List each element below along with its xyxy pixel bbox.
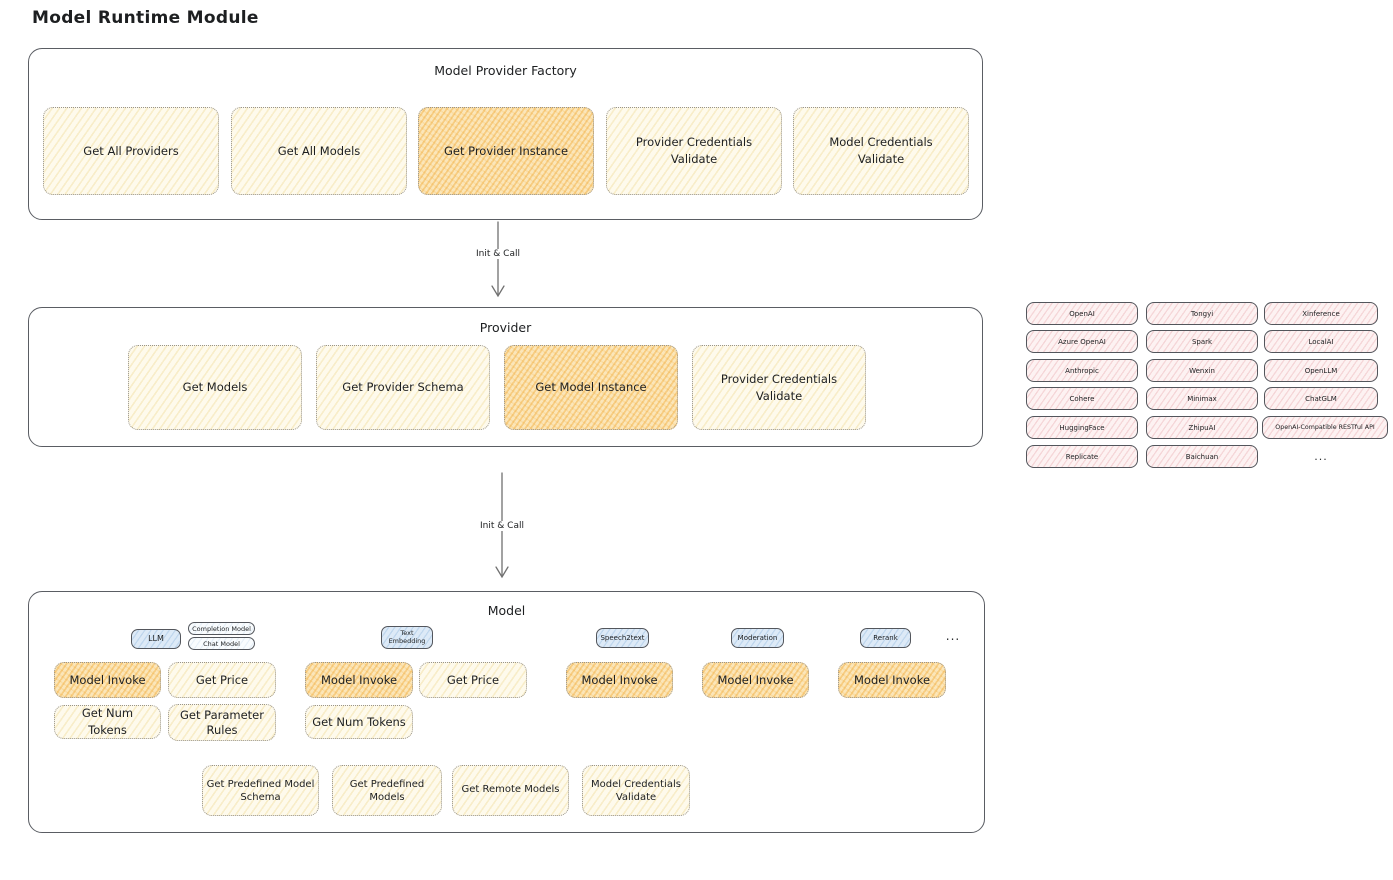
vendor-chip-azure-openai[interactable]: Azure OpenAI — [1026, 330, 1138, 353]
connector-label-init-call-1: Init & Call — [462, 249, 534, 259]
provider-node-provider-credentials-validate[interactable]: Provider Credentials Validate — [692, 345, 866, 430]
provider-node-get-model-instance[interactable]: Get Model Instance — [504, 345, 678, 430]
model-node-get-remote-models[interactable]: Get Remote Models — [452, 765, 569, 816]
provider-node-get-models[interactable]: Get Models — [128, 345, 302, 430]
embedding-node-get-price[interactable]: Get Price — [419, 662, 527, 698]
tab-moderation[interactable]: Moderation — [731, 628, 784, 648]
vendor-chip-replicate[interactable]: Replicate — [1026, 445, 1138, 468]
connector-label-init-call-2: Init & Call — [466, 521, 538, 531]
factory-panel-title: Model Provider Factory — [434, 63, 577, 78]
vendor-chip-openai-compatible-restful-api[interactable]: OpenAI-Compatible RESTful API — [1262, 416, 1388, 439]
vendor-chip-huggingface[interactable]: HuggingFace — [1026, 416, 1138, 439]
model-node-get-predefined-models[interactable]: Get Predefined Models — [332, 765, 442, 816]
vendor-chip-spark[interactable]: Spark — [1146, 330, 1258, 353]
model-node-get-predefined-model-schema[interactable]: Get Predefined Model Schema — [202, 765, 319, 816]
tab-llm[interactable]: LLM — [131, 629, 181, 649]
vendor-chip-chatglm[interactable]: ChatGLM — [1264, 387, 1378, 410]
provider-node-get-provider-schema[interactable]: Get Provider Schema — [316, 345, 490, 430]
tab-rerank[interactable]: Rerank — [860, 628, 911, 648]
factory-node-provider-credentials-validate[interactable]: Provider Credentials Validate — [606, 107, 782, 195]
factory-node-get-all-providers[interactable]: Get All Providers — [43, 107, 219, 195]
chip-chat-model[interactable]: Chat Model — [188, 637, 255, 650]
vendor-chip-openllm[interactable]: OpenLLM — [1264, 359, 1378, 382]
llm-node-get-parameter-rules[interactable]: Get Parameter Rules — [168, 704, 276, 741]
llm-node-model-invoke[interactable]: Model Invoke — [54, 662, 161, 698]
factory-node-get-all-models[interactable]: Get All Models — [231, 107, 407, 195]
speech2text-node-model-invoke[interactable]: Model Invoke — [566, 662, 673, 698]
llm-node-get-price[interactable]: Get Price — [168, 662, 276, 698]
provider-panel-title: Provider — [479, 320, 532, 335]
chip-completion-model[interactable]: Completion Model — [188, 622, 255, 635]
arrow-factory-to-provider — [491, 221, 505, 298]
vendor-chip-localai[interactable]: LocalAI — [1264, 330, 1378, 353]
vendor-chip-cohere[interactable]: Cohere — [1026, 387, 1138, 410]
vendor-chip-openai[interactable]: OpenAI — [1026, 302, 1138, 325]
model-node-model-credentials-validate[interactable]: Model Credentials Validate — [582, 765, 690, 816]
vendor-chip-wenxin[interactable]: Wenxin — [1146, 359, 1258, 382]
vendor-chip-xinference[interactable]: Xinference — [1264, 302, 1378, 325]
vendor-chip-tongyi[interactable]: Tongyi — [1146, 302, 1258, 325]
embedding-node-get-num-tokens[interactable]: Get Num Tokens — [305, 705, 413, 739]
model-panel-title: Model — [487, 603, 526, 618]
tab-text-embedding[interactable]: Text Embedding — [381, 626, 433, 649]
llm-node-get-num-tokens[interactable]: Get Num Tokens — [54, 705, 161, 739]
factory-node-model-credentials-validate[interactable]: Model Credentials Validate — [793, 107, 969, 195]
tab-speech2text[interactable]: Speech2text — [596, 628, 649, 648]
rerank-node-model-invoke[interactable]: Model Invoke — [838, 662, 946, 698]
vendor-chip-anthropic[interactable]: Anthropic — [1026, 359, 1138, 382]
vendor-chip-baichuan[interactable]: Baichuan — [1146, 445, 1258, 468]
vendor-chip-minimax[interactable]: Minimax — [1146, 387, 1258, 410]
embedding-node-model-invoke[interactable]: Model Invoke — [305, 662, 413, 698]
vendor-chip-zhipuai[interactable]: ZhipuAI — [1146, 416, 1258, 439]
page-title: Model Runtime Module — [32, 8, 259, 28]
moderation-node-model-invoke[interactable]: Model Invoke — [702, 662, 809, 698]
factory-node-get-provider-instance[interactable]: Get Provider Instance — [418, 107, 594, 195]
model-more-ellipsis: ... — [945, 629, 961, 643]
vendor-more-ellipsis: ... — [1314, 450, 1328, 463]
